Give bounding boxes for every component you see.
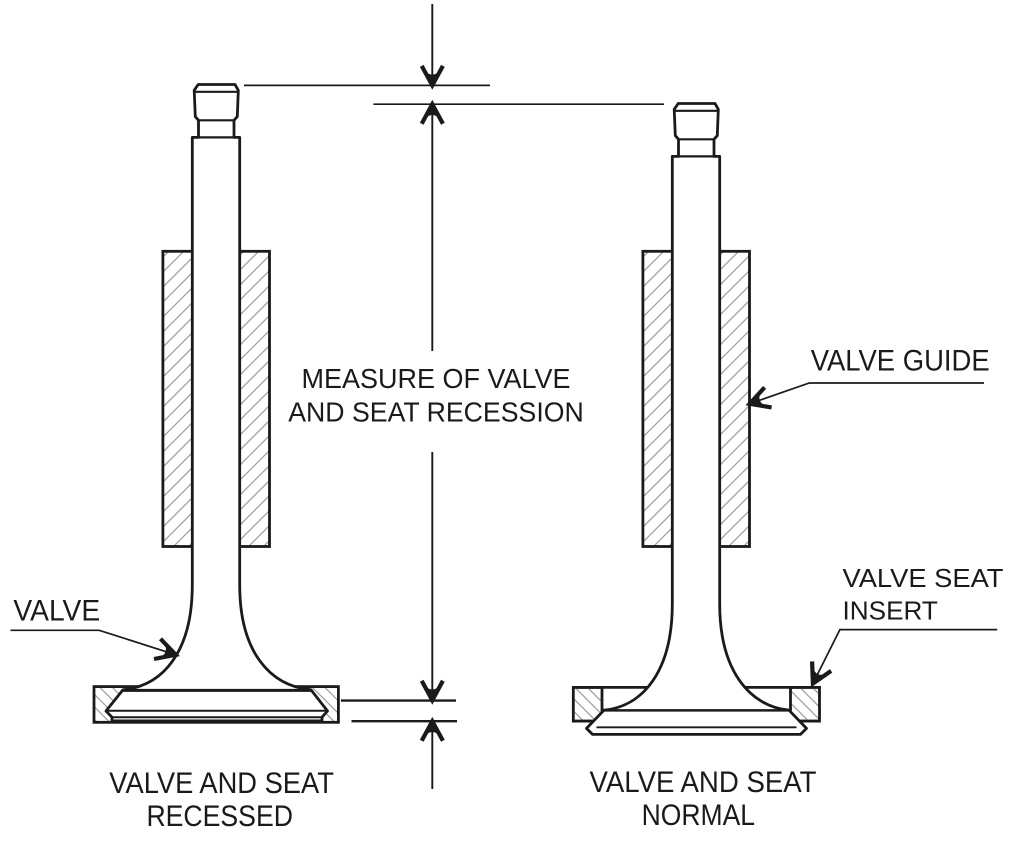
svg-text:NORMAL: NORMAL bbox=[642, 799, 755, 832]
svg-text:RECESSED: RECESSED bbox=[146, 800, 293, 833]
svg-text:VALVE AND SEAT: VALVE AND SEAT bbox=[109, 767, 334, 800]
svg-text:VALVE GUIDE: VALVE GUIDE bbox=[811, 345, 990, 378]
svg-text:VALVE AND SEAT: VALVE AND SEAT bbox=[590, 766, 817, 799]
svg-text:VALVE SEAT: VALVE SEAT bbox=[843, 565, 1004, 593]
svg-text:AND SEAT RECESSION: AND SEAT RECESSION bbox=[288, 396, 584, 427]
svg-text:INSERT: INSERT bbox=[843, 597, 938, 625]
svg-text:MEASURE OF VALVE: MEASURE OF VALVE bbox=[302, 363, 571, 394]
svg-text:VALVE: VALVE bbox=[13, 594, 100, 627]
